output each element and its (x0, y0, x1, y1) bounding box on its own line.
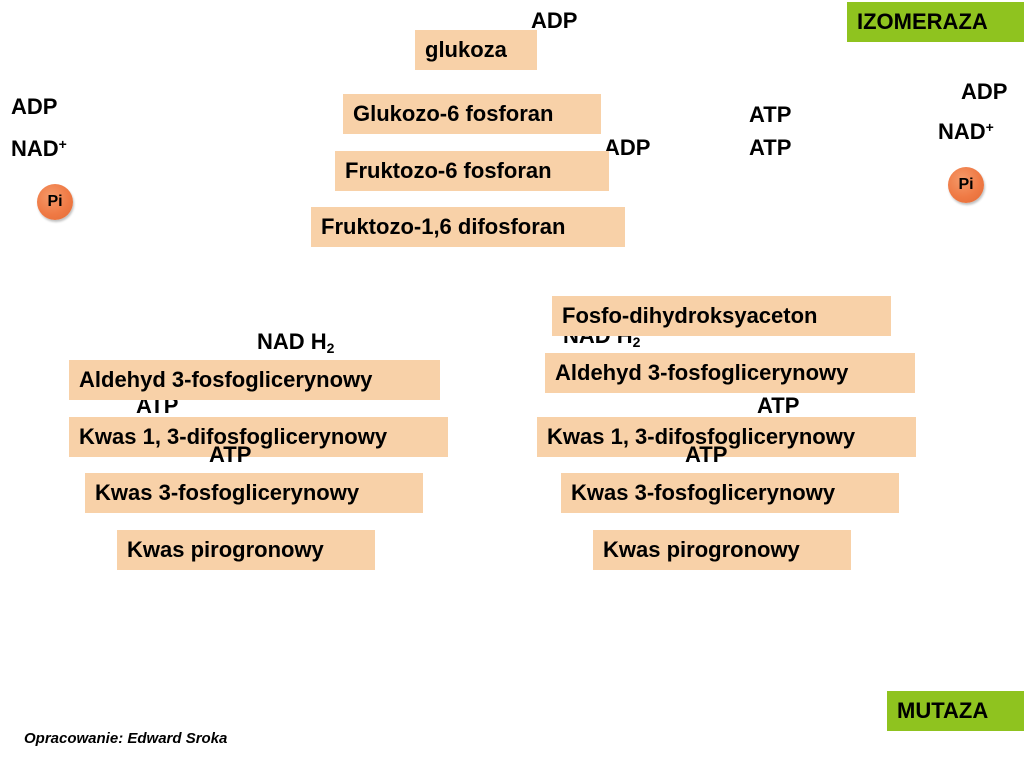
right-aldehyd-box: Aldehyd 3-fosfoglicerynowy (545, 353, 915, 393)
left-kwas-1-3-box: Kwas 1, 3-difosfoglicerynowy (69, 417, 448, 457)
atp-label-upper-2: ATP (749, 135, 792, 160)
pi-circle-left: Pi (37, 184, 73, 220)
glukozo-6-fosforan-box: Glukozo-6 fosforan (343, 94, 601, 134)
pi-circle-right: Pi (948, 167, 984, 203)
mutaza-label: MUTAZA (887, 691, 1024, 731)
left-aldehyd-box: Aldehyd 3-fosfoglicerynowy (69, 360, 440, 400)
glukoza-box: glukoza (415, 30, 537, 70)
right-fosfo-dihydroksyaceton-box: Fosfo-dihydroksyaceton (552, 296, 891, 336)
atp-label-left-2: ATP (209, 442, 252, 467)
right-kwas-1-3-box: Kwas 1, 3-difosfoglicerynowy (537, 417, 916, 457)
atp-label-upper-1: ATP (749, 102, 792, 127)
author-credit: Opracowanie: Edward Sroka (24, 730, 228, 747)
nad-h-text: NAD H (257, 329, 327, 354)
nad-text: NAD (11, 136, 59, 161)
nad-plus-label-left: NAD+ (11, 136, 67, 162)
adp-label-top-left: ADP (11, 94, 58, 119)
adp-label-top-center: ADP (531, 8, 578, 33)
plus-superscript: + (985, 119, 994, 135)
fruktozo-6-fosforan-box: Fruktozo-6 fosforan (335, 151, 609, 191)
adp-label-mid: ADP (604, 135, 651, 160)
atp-label-right-1: ATP (757, 393, 800, 418)
left-kwas-3-box: Kwas 3-fosfoglicerynowy (85, 473, 423, 513)
nad-plus-label-right: NAD+ (938, 119, 994, 145)
atp-label-right-2: ATP (685, 442, 728, 467)
adp-label-top-right: ADP (961, 79, 1008, 104)
nad-h2-label-left: NAD H2 (257, 329, 334, 355)
subscript-two: 2 (632, 334, 641, 350)
izomeraza-label: IZOMERAZA (847, 2, 1024, 42)
right-kwas-3-box: Kwas 3-fosfoglicerynowy (561, 473, 899, 513)
fruktozo-1-6-difosforan-box: Fruktozo-1,6 difosforan (311, 207, 625, 247)
subscript-two: 2 (326, 340, 335, 356)
left-pirogronowy-box: Kwas pirogronowy (117, 530, 375, 570)
plus-superscript: + (58, 136, 67, 152)
nad-text: NAD (938, 119, 986, 144)
right-pirogronowy-box: Kwas pirogronowy (593, 530, 851, 570)
